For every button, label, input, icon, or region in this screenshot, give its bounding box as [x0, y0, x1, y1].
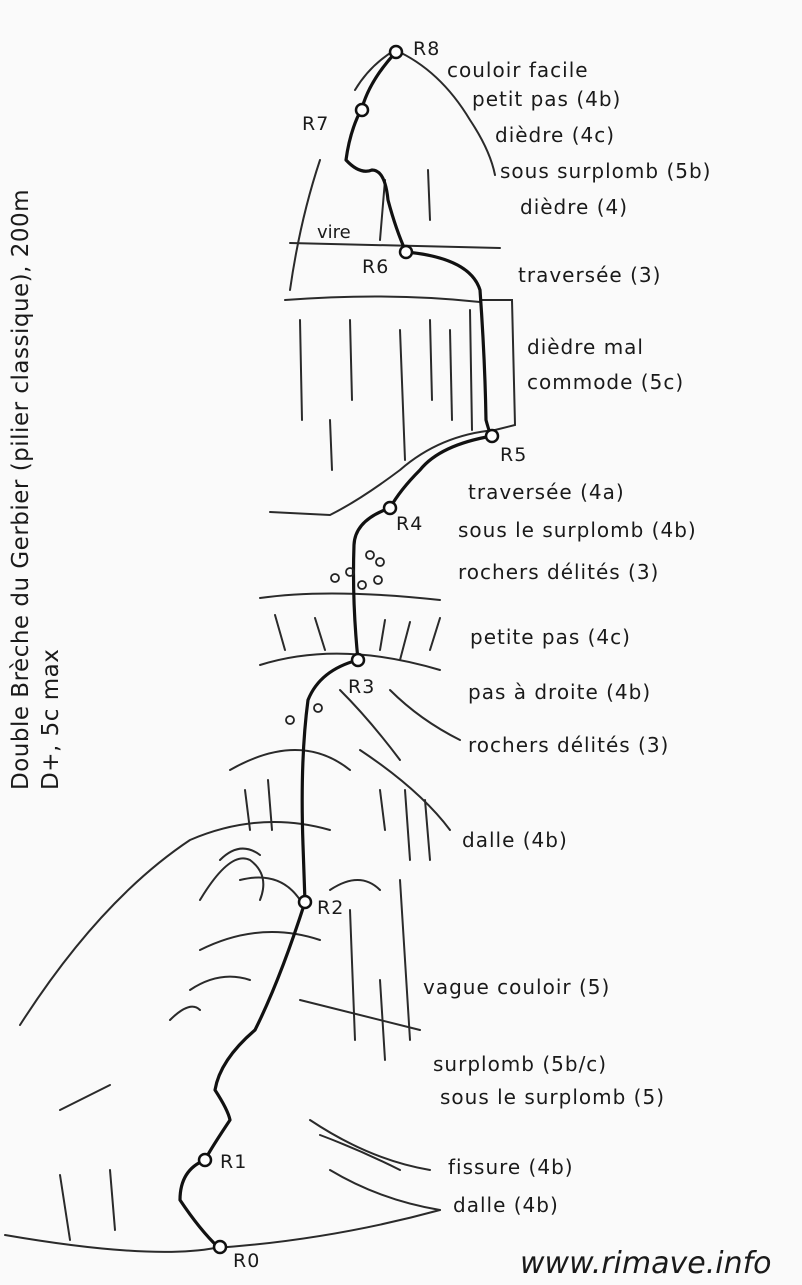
- relay-marker-r0: [214, 1241, 226, 1253]
- relay-r1: R1: [220, 1151, 247, 1173]
- pitch-note: dièdre (4): [520, 195, 628, 219]
- upper-pillar-left: [290, 160, 320, 290]
- relay-marker-r8: [390, 46, 402, 58]
- relay-r7: R7: [302, 113, 329, 135]
- vire-label: vire: [317, 222, 351, 243]
- relay-marker-r1: [199, 1154, 211, 1166]
- lower-buttress: [20, 822, 330, 1025]
- relay-marker-r2: [299, 896, 311, 908]
- relay-marker-r6: [400, 246, 412, 258]
- pitch-note: couloir facile: [447, 58, 589, 82]
- relay-r5: R5: [500, 444, 527, 466]
- pitch-note: pas à droite (4b): [468, 680, 651, 704]
- relay-r6: R6: [362, 256, 389, 278]
- summit-ridge-left: [355, 50, 395, 90]
- relay-r8: R8: [413, 38, 440, 60]
- block-top: [285, 296, 480, 302]
- pitch-note: dièdre mal: [527, 335, 644, 359]
- pitch-note: rochers délités (3): [458, 560, 659, 584]
- relay-marker-r3: [352, 654, 364, 666]
- relay-r0: R0: [233, 1250, 260, 1272]
- pitch-note: sous le surplomb (5): [440, 1085, 665, 1109]
- pitch-note: dalle (4b): [462, 828, 568, 852]
- relay-marker-r4: [384, 502, 396, 514]
- pitch-note: surplomb (5b/c): [433, 1052, 607, 1076]
- pitch-note: sous surplomb (5b): [500, 159, 711, 183]
- pitch-note: traversée (3): [518, 263, 661, 287]
- pitch-note: dalle (4b): [453, 1193, 559, 1217]
- pitch-note: dièdre (4c): [495, 123, 615, 147]
- pitch-note: vague couloir (5): [423, 975, 610, 999]
- relay-r4: R4: [396, 513, 423, 535]
- pitch-note: commode (5c): [527, 370, 684, 394]
- website-credit: www.rimave.info: [520, 1246, 772, 1281]
- pitch-note: petite pas (4c): [470, 625, 631, 649]
- pitch-note: fissure (4b): [448, 1155, 574, 1179]
- relay-marker-r5: [486, 430, 498, 442]
- ledge-line: [290, 243, 500, 248]
- relay-r3: R3: [348, 676, 375, 698]
- pitch-note: rochers délités (3): [468, 733, 669, 757]
- pitch-note: petit pas (4b): [472, 87, 621, 111]
- relay-marker-r7: [356, 104, 368, 116]
- pitch-note: traversée (4a): [468, 480, 625, 504]
- relay-r2: R2: [317, 897, 344, 919]
- pitch-note: sous le surplomb (4b): [458, 518, 697, 542]
